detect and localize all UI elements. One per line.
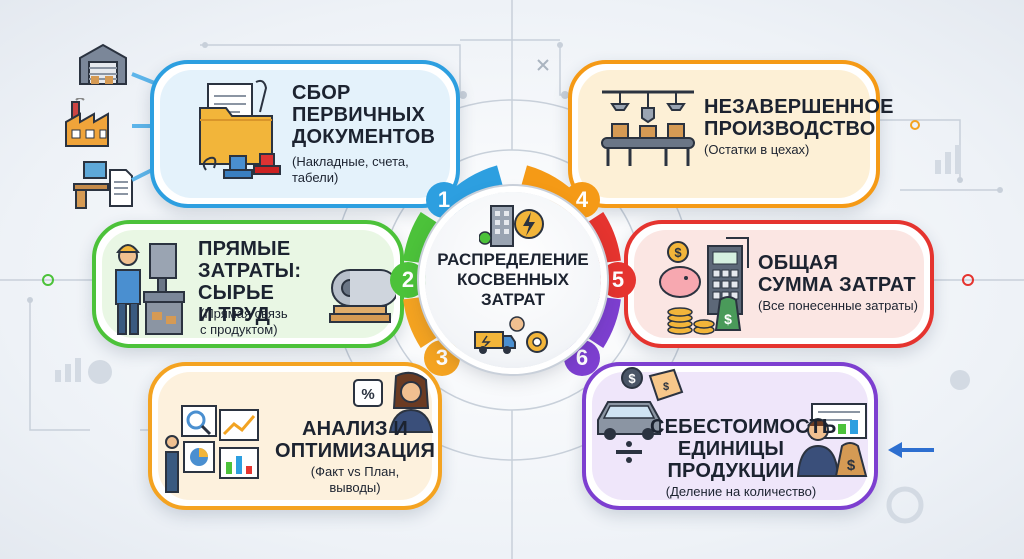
truck-gears-icon [474,316,548,354]
step-badge-5: 5 [600,262,636,298]
svg-text:$: $ [724,311,732,327]
svg-text:$: $ [674,245,682,260]
piggy-bank-calculator-icon: $ $ [659,237,749,335]
step-5-subtitle: (Все понесенные затраты) [758,298,918,313]
step-badge-1: 1 [426,182,462,218]
step-6-subtitle: (Деление на количество) [665,484,817,499]
building-energy-icon [479,205,544,247]
svg-text:$: $ [628,371,636,386]
output-arrow [888,442,934,458]
conveyor-belt-icon [601,90,695,166]
svg-text:$: $ [847,457,856,474]
step-1-subtitle: (Накладные, счета,табели) [292,154,409,185]
step-badge-2: 2 [390,262,426,298]
businesswoman-percent-icon: % [353,371,434,433]
folder-documents-icon [199,79,281,179]
businessman-money-bag-icon: $ [796,403,868,477]
step-3-subtitle: (Факт vs План,выводы) [310,464,400,495]
step-4-subtitle: (Остатки в цехах) [704,142,810,157]
svg-text:$: $ [663,381,669,393]
analyst-charts-icon [165,405,259,493]
worker-machine-icon [115,243,185,335]
warehouse-icon [79,43,127,85]
car-price-tag-icon: $ $ [597,367,684,463]
steel-roll-lumber-icon [329,269,396,323]
factory-icon [65,98,109,147]
office-desk-icon [73,161,133,209]
svg-text:%: % [361,386,374,403]
